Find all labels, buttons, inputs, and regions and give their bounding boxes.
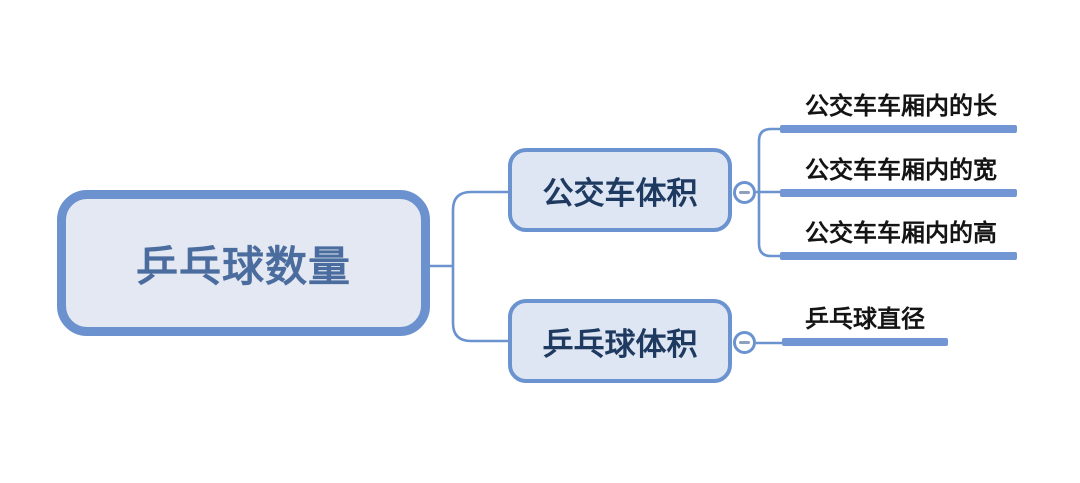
root-topic-label: 乒乓球数量	[135, 242, 351, 290]
branch-topic-label: 公交车体积	[542, 175, 698, 211]
leaf-topic-underline	[780, 125, 1017, 133]
connector-root-bracket	[451, 190, 508, 343]
collapse-button-bus-volume[interactable]	[733, 181, 756, 204]
leaf-topic-label: 公交车车厢内的高	[805, 220, 997, 247]
leaf-topic-underline	[782, 338, 948, 346]
branch-topic-bus-volume[interactable]: 公交车体积	[508, 148, 732, 232]
leaf-topic-underline	[780, 252, 1017, 260]
leaf-topic-label: 乒乓球直径	[805, 306, 925, 333]
leaf-topic-bus-width[interactable]: 公交车车厢内的宽	[780, 152, 1017, 197]
leaf-topic-bus-height[interactable]: 公交车车厢内的高	[780, 215, 1017, 260]
leaf-topic-underline	[780, 189, 1017, 197]
leaf-topic-label: 公交车车厢内的宽	[805, 157, 997, 184]
connector-branch1-spine	[757, 127, 781, 258]
minus-icon	[739, 191, 750, 194]
leaf-topic-ball-diameter[interactable]: 乒乓球直径	[782, 301, 948, 346]
minus-icon	[739, 341, 750, 344]
leaf-topic-label: 公交车车厢内的长	[805, 93, 997, 120]
branch-topic-ball-volume[interactable]: 乒乓球体积	[508, 299, 732, 383]
root-topic[interactable]: 乒乓球数量	[57, 190, 430, 336]
collapse-button-ball-volume[interactable]	[733, 331, 756, 354]
branch-topic-label: 乒乓球体积	[542, 326, 698, 362]
leaf-topic-bus-length[interactable]: 公交车车厢内的长	[780, 88, 1017, 133]
